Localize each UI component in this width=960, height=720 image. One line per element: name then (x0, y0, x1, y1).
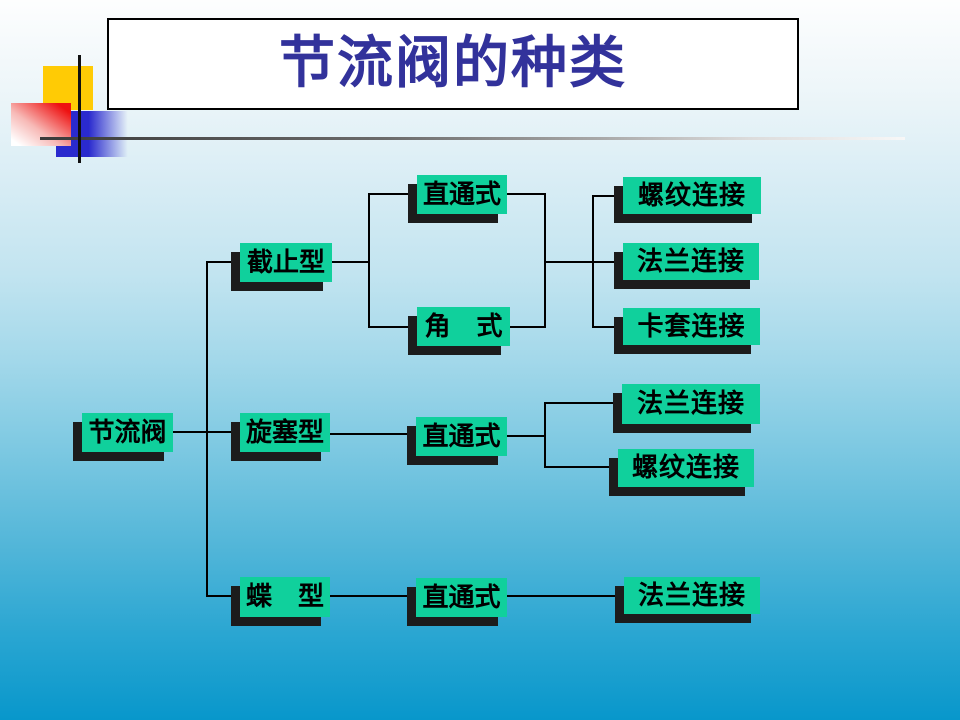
node-luowen-connection-mid: 螺纹连接 (618, 449, 754, 487)
connector-jiezhi-right (332, 261, 368, 263)
connector-jiao-right (510, 326, 544, 328)
node-xuansai-type: 旋塞型 (240, 413, 330, 452)
connector-zhitong1-right (507, 193, 544, 195)
connector-trunk-to-die (208, 595, 240, 597)
connector-v3-to-falan1 (594, 261, 623, 263)
decoration-vertical-line (78, 55, 81, 163)
connector-v1-to-jiao (370, 326, 417, 328)
connector-v3-to-luowen1 (594, 195, 623, 197)
connector-zhitong2-right (507, 435, 544, 437)
node-die-type: 蝶 型 (240, 577, 330, 617)
title-box: 节流阀的种类 (107, 18, 799, 110)
node-jiao-type: 角 式 (417, 307, 510, 346)
slide-title: 节流阀的种类 (279, 33, 627, 95)
node-luowen-connection-top: 螺纹连接 (623, 177, 761, 214)
connector-v1-to-zhitong1 (370, 193, 417, 195)
connector-v2-to-v3 (546, 261, 592, 263)
connector-zhitong3-to-falan3 (507, 595, 624, 597)
connector-v4-vertical (544, 402, 546, 468)
connector-xuansai-to-zhitong2 (330, 433, 416, 435)
decoration-yellow-square (43, 66, 93, 110)
node-katao-connection: 卡套连接 (623, 308, 760, 345)
node-root-jieliufa: 节流阀 (82, 413, 173, 452)
connector-v4-to-falan2 (546, 402, 622, 404)
connector-v1-vertical (368, 193, 370, 328)
node-falan-connection-mid: 法兰连接 (622, 384, 760, 424)
connector-v2-vertical (544, 193, 546, 328)
connector-v3-vertical (592, 195, 594, 328)
connector-v4-to-luowen2 (546, 466, 618, 468)
connector-trunk-vertical (206, 261, 208, 597)
connector-die-to-zhitong3 (330, 595, 416, 597)
node-falan-connection-top: 法兰连接 (623, 243, 759, 280)
connector-v3-to-katao (594, 326, 623, 328)
node-zhitong-mid: 直通式 (416, 417, 507, 456)
node-falan-connection-bottom: 法兰连接 (624, 577, 760, 614)
node-jiezhi-type: 截止型 (240, 243, 332, 282)
node-zhitong-bottom: 直通式 (416, 578, 507, 617)
decoration-horizontal-rule (40, 137, 905, 140)
node-zhitong-top: 直通式 (417, 175, 507, 214)
connector-trunk-to-jiezhi (208, 261, 240, 263)
